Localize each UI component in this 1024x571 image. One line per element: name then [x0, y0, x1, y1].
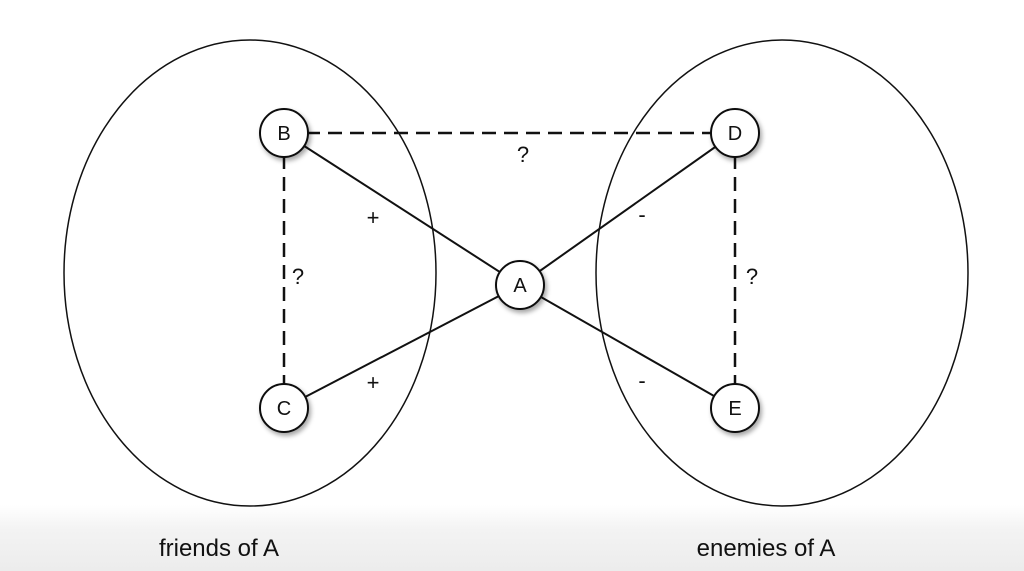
node-e-label: E	[728, 398, 741, 420]
edge-label-a-d: -	[638, 202, 645, 227]
enemies-group-label: enemies of A	[697, 535, 836, 562]
node-e: E	[710, 383, 760, 433]
node-b: B	[259, 108, 309, 158]
edge-a-e	[519, 284, 736, 409]
node-d-label: D	[728, 123, 742, 145]
edge-a-c	[283, 284, 521, 409]
node-a-label: A	[513, 275, 527, 297]
node-b-label: B	[277, 123, 290, 145]
edge-label-d-e: ?	[746, 264, 758, 289]
edge-label-a-e: -	[638, 368, 645, 393]
edge-label-b-c: ?	[292, 264, 304, 289]
node-d: D	[710, 108, 760, 158]
friends-group-ellipse	[63, 39, 437, 507]
node-c: C	[259, 383, 309, 433]
enemies-group-ellipse	[595, 39, 969, 507]
edge-label-a-b: +	[367, 205, 380, 230]
node-a: A	[495, 260, 545, 310]
edge-label-a-c: +	[367, 370, 380, 395]
edge-label-b-d: ?	[517, 142, 529, 167]
edge-a-b	[283, 132, 521, 286]
node-c-label: C	[277, 398, 291, 420]
edge-a-d	[519, 132, 736, 286]
friends-group-label: friends of A	[159, 535, 279, 562]
